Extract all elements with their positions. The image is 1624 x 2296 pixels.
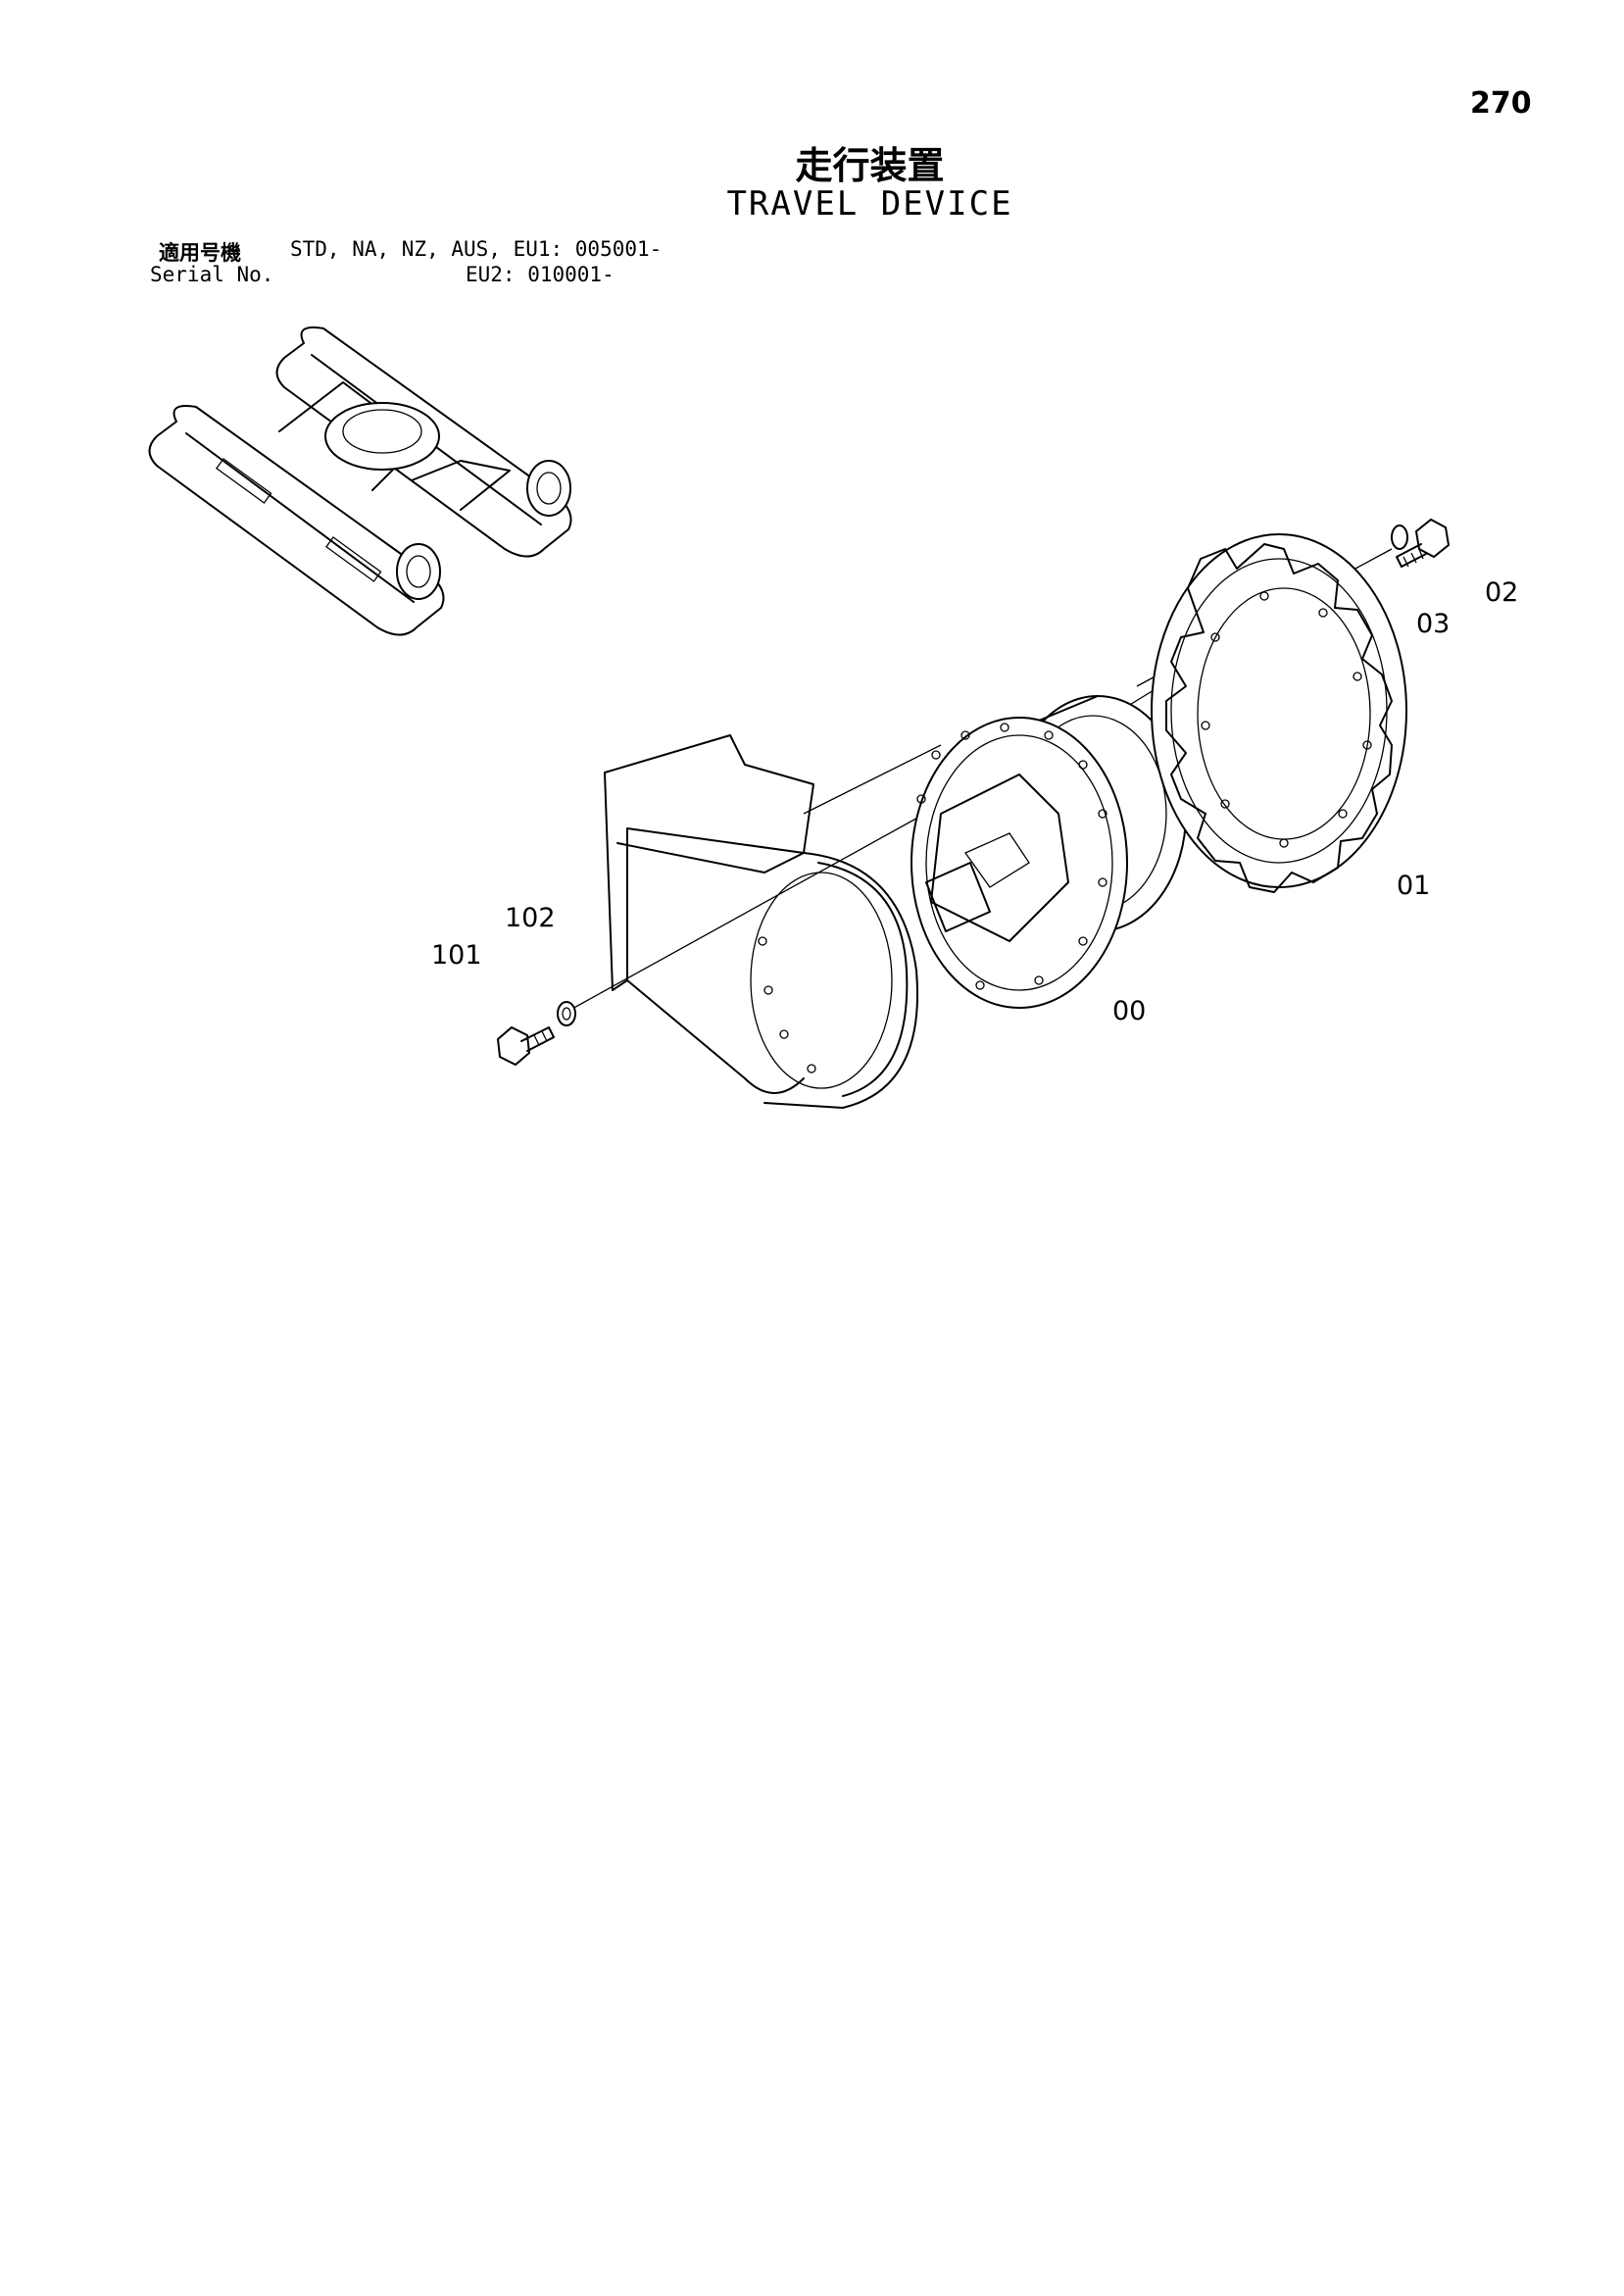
serial-label-en: Serial No. (150, 263, 274, 286)
page-number: 270 (1470, 86, 1532, 121)
callout-02: 02 (1485, 577, 1518, 608)
serial-line-2: EU2: 010001- (466, 263, 615, 286)
callout-00: 00 (1112, 996, 1146, 1026)
sprocket (1151, 533, 1407, 893)
callout-03: 03 (1416, 609, 1450, 639)
bolt-02 (1396, 518, 1451, 568)
washer-03 (1391, 524, 1408, 550)
bolt-101 (496, 1025, 555, 1067)
serial-label-jp: 適用号機 (159, 241, 241, 265)
page-title-jp: 走行装置 (795, 144, 945, 187)
callout-101: 101 (431, 940, 482, 971)
serial-line-1: STD, NA, NZ, AUS, EU1: 005001- (290, 237, 663, 261)
undercarriage-overview-illustration (148, 326, 572, 636)
callout-01: 01 (1397, 871, 1430, 901)
track-frame-bracket (604, 734, 918, 1109)
travel-motor-assembly (910, 695, 1187, 1009)
washer-102 (557, 1001, 576, 1026)
callout-102: 102 (505, 903, 556, 933)
page-title-en: TRAVEL DEVICE (726, 184, 1013, 224)
